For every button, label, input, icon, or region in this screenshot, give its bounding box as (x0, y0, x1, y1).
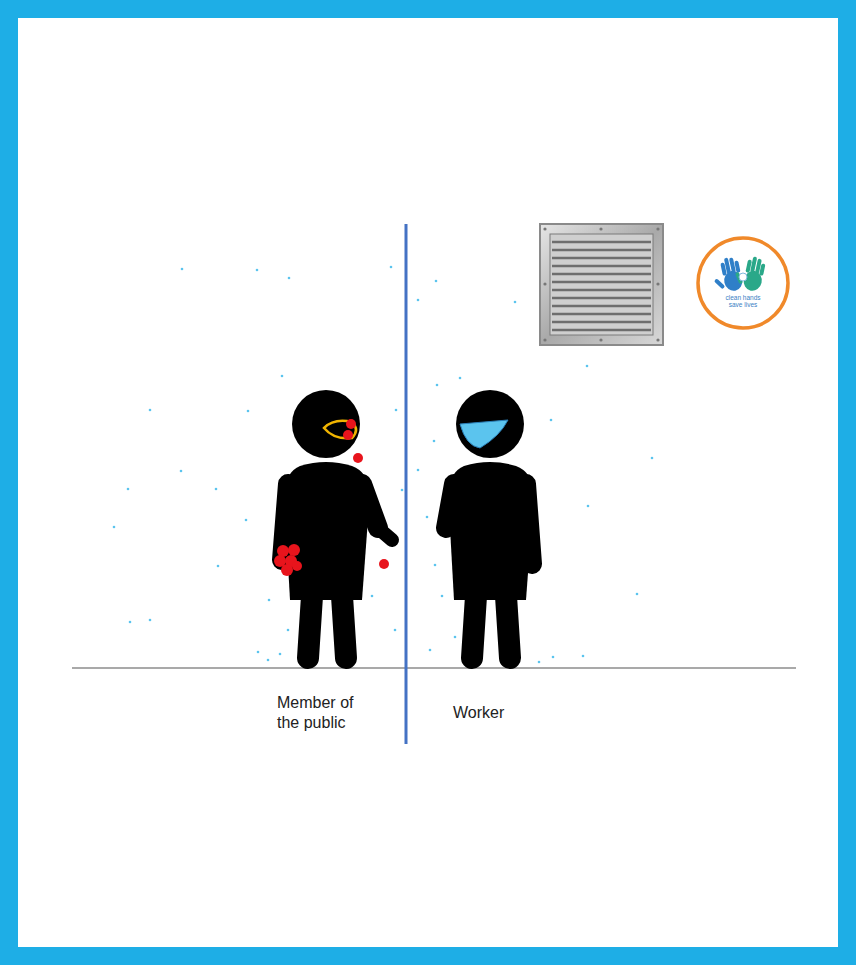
aerosol-dot (371, 595, 374, 598)
figure-label: Worker (453, 703, 553, 723)
logo-ring (698, 238, 788, 328)
aerosol-dot (434, 564, 437, 567)
worker-figure (446, 390, 534, 658)
aerosol-dot (436, 384, 439, 387)
aerosol-dot (538, 661, 541, 664)
figure-limbs (446, 484, 532, 658)
aerosol-dot (417, 299, 420, 302)
aerosol-dot (245, 519, 248, 522)
aerosol-dot (256, 269, 259, 272)
aerosol-dot (401, 489, 404, 492)
aerosol-dot (267, 659, 270, 662)
aerosol-dot (582, 655, 585, 658)
protective-screen (405, 224, 408, 744)
aerosol-dot (149, 619, 152, 622)
green-hand (732, 253, 767, 292)
aerosol-dot (257, 651, 260, 654)
figure-limbs (282, 484, 392, 658)
aerosol-dot (433, 440, 436, 443)
aerosol-dot (395, 409, 398, 412)
aerosol-dot (435, 280, 438, 283)
aerosol-dot (180, 470, 183, 473)
aerosol-dot (390, 266, 393, 269)
aerosol-dot (426, 516, 429, 519)
aerosol-dot (287, 629, 290, 632)
aerosol-dot (429, 649, 432, 652)
aerosol-dot (281, 375, 284, 378)
aerosol-dot (651, 457, 654, 460)
aerosol-dot (636, 593, 639, 596)
logo-graphic (695, 235, 791, 331)
droplets (274, 419, 389, 576)
aerosol-dot (417, 469, 420, 472)
aerosol-dot (127, 488, 130, 491)
aerosol-dot (181, 268, 184, 271)
aerosol-dot (288, 277, 291, 280)
aerosol-dot (247, 410, 250, 413)
aerosol-dot (394, 629, 397, 632)
grille-slats (552, 242, 651, 330)
logo-text: clean hands save lives (718, 295, 768, 309)
aerosol-dot (215, 488, 218, 491)
aerosol-dot (514, 301, 517, 304)
figure-label: Member of the public (277, 693, 377, 733)
water-drop (739, 273, 747, 281)
ventilation-grille (540, 224, 663, 345)
aerosol-dot (441, 595, 444, 598)
aerosol-dot (586, 365, 589, 368)
page-background (18, 18, 838, 947)
aerosol-dot (552, 656, 555, 659)
aerosol-dot (217, 565, 220, 568)
aerosol-dot (129, 621, 132, 624)
aerosol-dot (587, 505, 590, 508)
aerosol-dot (459, 377, 462, 380)
face-mask (460, 420, 508, 448)
aerosol-dot (454, 636, 457, 639)
floor-line (72, 667, 796, 668)
grille-frame (540, 224, 663, 345)
aerosol-dot (113, 526, 116, 529)
figure-head (456, 390, 524, 458)
figure-head (292, 390, 360, 458)
aerosol-dot (550, 419, 553, 422)
hand-hygiene-logo: clean hands save lives (695, 235, 791, 331)
aerosol-dot (149, 409, 152, 412)
public-figure (274, 390, 392, 658)
aerosol-dot (279, 653, 282, 656)
aerosol-dot (268, 599, 271, 602)
grille-screws (543, 227, 659, 341)
grille-inner (550, 234, 653, 335)
